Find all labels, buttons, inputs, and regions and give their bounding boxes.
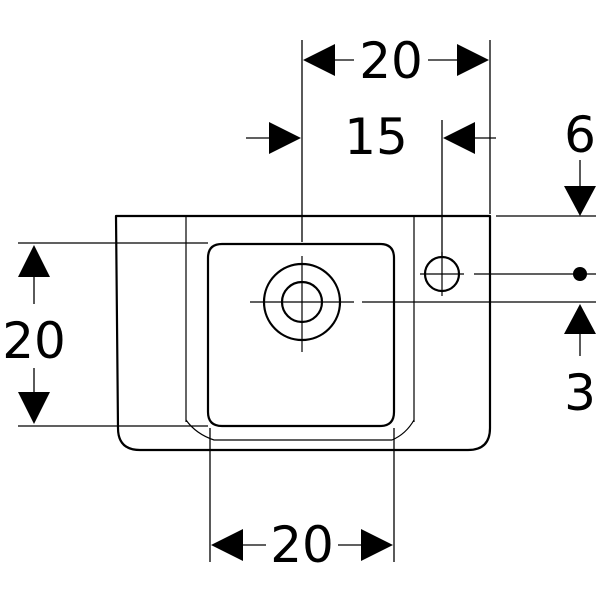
dimension-tap-hole-top: 6 (496, 106, 596, 217)
dimension-label: 20 (2, 312, 66, 370)
basin-inner-bottom-curve (185, 419, 415, 441)
arrow-up (18, 245, 50, 277)
dimension-basin-depth: 20 (2, 242, 208, 427)
basin-outer-outline (114, 214, 492, 452)
dimension-label: 6 (564, 106, 596, 164)
arrow-down (18, 392, 50, 424)
dimension-label: 20 (359, 32, 423, 90)
basin-body (114, 214, 492, 452)
dimension-tap-hole-drop: 3 (362, 267, 596, 422)
arrow-down (564, 186, 596, 216)
arrow-left (303, 44, 335, 76)
drain (250, 256, 354, 352)
arrow-up (564, 304, 596, 334)
dimension-label: 15 (344, 108, 408, 166)
arrow-left (443, 122, 475, 154)
arrow-right (361, 529, 393, 561)
dimension-bottom-width: 20 (209, 428, 395, 574)
basin-bowl-outline (206, 242, 396, 428)
dimension-top-width: 20 (301, 32, 491, 242)
arrow-right (457, 44, 489, 76)
arrow-left (211, 529, 243, 561)
tap-hole-center-marker (573, 267, 587, 281)
dimension-drain-offset: 15 (246, 108, 496, 256)
dimension-label: 3 (564, 364, 596, 422)
arrow-right (269, 122, 301, 154)
dimension-label: 20 (270, 516, 334, 574)
tap-hole (420, 252, 464, 296)
